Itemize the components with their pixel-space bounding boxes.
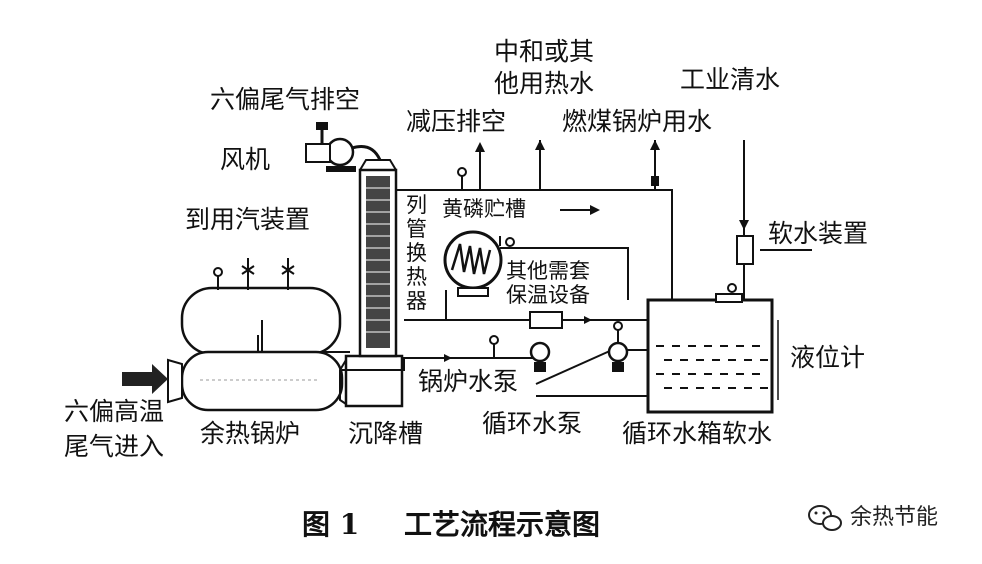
label-settling-tank: 沉降槽 [348,419,423,448]
pipe-network [342,140,812,397]
label-tube-hx-1: 列 [406,193,427,217]
label-tube-hx-2: 管 [406,217,427,241]
caption-figure-number: 图 1 [302,508,359,541]
wechat-icon [808,505,842,531]
label-soft-water-device: 软水装置 [768,219,868,248]
label-level-gauge: 液位计 [790,343,865,372]
yellow-phosphorus-tank [443,230,503,297]
label-other-line1: 其他需套 [506,259,590,283]
label-fan: 风机 [220,145,270,174]
label-coal-boiler-water: 燃煤锅炉用水 [562,107,712,136]
label-exhaust-vent: 六偏尾气排空 [210,85,360,114]
label-yellow-p-tank: 黄磷贮槽 [442,197,526,221]
label-neutralize-line2: 他用热水 [494,69,594,98]
label-waste-boiler: 余热锅炉 [200,419,300,448]
label-decompress-vent: 减压排空 [406,107,506,136]
waste-heat-boiler [167,258,350,412]
settling-tank [339,354,404,408]
fan [305,122,382,172]
label-industrial-water: 工业清水 [680,65,780,94]
label-tube-hx-4: 热 [406,265,427,289]
boiler-water-pump [529,341,551,372]
tube-heat-exchanger [358,159,398,358]
label-tube-hx-3: 换 [406,241,427,265]
label-circ-tank: 循环水箱软水 [622,419,772,448]
label-tube-hx-5: 器 [406,289,427,313]
figure-caption: 图 1 工艺流程示意图 [302,508,600,541]
watermark-text: 余热节能 [850,505,938,530]
label-inlet-line2: 尾气进入 [64,432,164,461]
label-circ-pump: 循环水泵 [482,409,582,438]
label-neutralize-line1: 中和或其 [494,37,594,66]
circulation-water-tank [646,283,779,414]
label-boiler-pump: 锅炉水泵 [418,367,518,396]
label-to-steam-device: 到用汽装置 [185,205,310,234]
label-other-line2: 保温设备 [506,283,590,307]
inlet-arrow [122,364,168,394]
circulation-water-pump [607,321,629,372]
diagram-labels: 六偏尾气排空 风机 到用汽装置 中和或其 他用热水 减压排空 工业清水 燃煤锅炉… [64,37,868,461]
caption-title: 工艺流程示意图 [404,508,600,541]
watermark: 余热节能 [808,505,938,531]
label-inlet-line1: 六偏高温 [64,397,164,426]
